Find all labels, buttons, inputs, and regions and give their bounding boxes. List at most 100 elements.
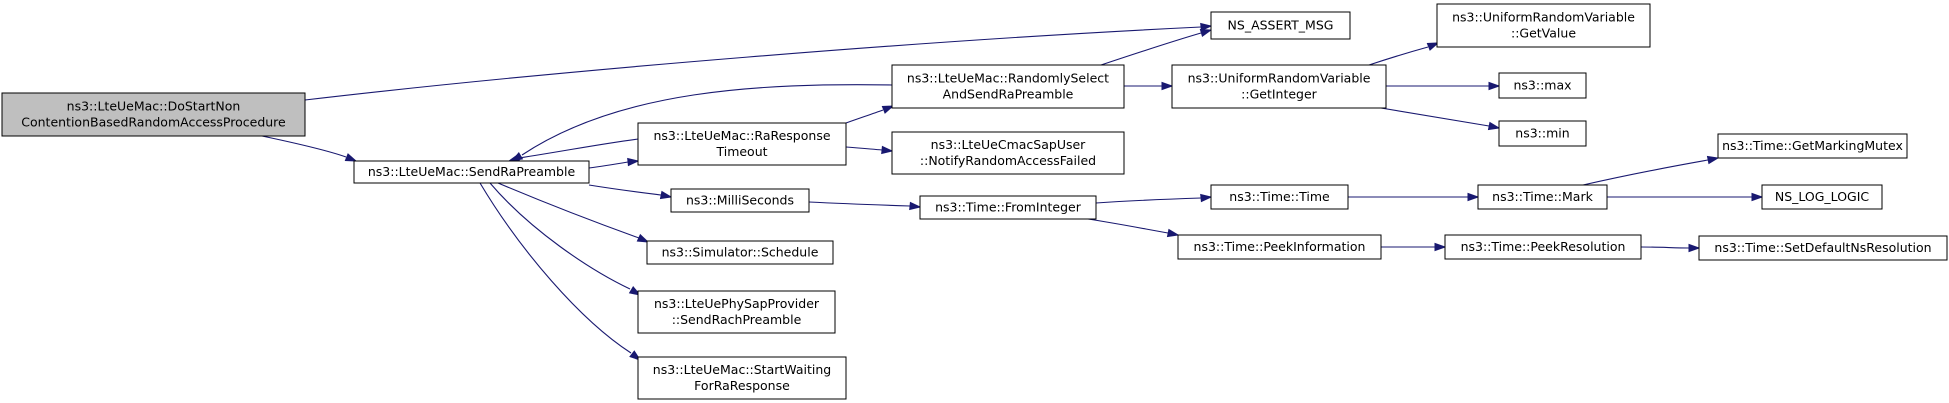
node-getMarkingMutex[interactable]: ns3::Time::GetMarkingMutex bbox=[1717, 133, 1908, 159]
node-fromInteger[interactable]: ns3::Time::FromInteger bbox=[919, 195, 1097, 220]
node-label: ::NotifyRandomAccessFailed bbox=[920, 153, 1096, 168]
edge-peekResolution-to-setDefaultNs bbox=[1640, 243, 1701, 253]
node-setDefaultNs[interactable]: ns3::Time::SetDefaultNsResolution bbox=[1698, 235, 1948, 261]
edge-getInteger-to-min bbox=[1380, 107, 1501, 131]
node-box bbox=[1698, 235, 1948, 261]
edge-mark-to-logLogic bbox=[1607, 192, 1764, 202]
edge-line bbox=[518, 138, 639, 159]
node-label: ::GetValue bbox=[1511, 26, 1576, 41]
node-timeTime[interactable]: ns3::Time::Time bbox=[1210, 184, 1349, 210]
node-box bbox=[637, 290, 836, 334]
node-randomlySelect[interactable]: ns3::LteUeMac::RandomlySelectAndSendRaPr… bbox=[891, 64, 1125, 109]
node-label: ns3::Time::PeekInformation bbox=[1194, 239, 1366, 254]
node-box bbox=[1, 92, 306, 137]
node-label: ns3::LteUeMac::RandomlySelect bbox=[907, 71, 1109, 86]
edge-line bbox=[588, 184, 662, 196]
edge-sendRaPreamble-to-sendRach bbox=[489, 182, 642, 296]
arrowhead-icon bbox=[344, 153, 358, 162]
edge-raResponseTimeout-to-notifyFailed bbox=[845, 145, 894, 155]
node-sendRaPreamble[interactable]: ns3::LteUeMac::SendRaPreamble bbox=[353, 160, 590, 184]
arrowhead-icon bbox=[627, 157, 640, 167]
node-label: ns3::LteUeMac::SendRaPreamble bbox=[368, 164, 576, 179]
node-box bbox=[1177, 234, 1382, 260]
node-root[interactable]: ns3::LteUeMac::DoStartNonContentionBased… bbox=[1, 92, 306, 137]
node-notifyFailed[interactable]: ns3::LteUeCmacSapUser::NotifyRandomAcces… bbox=[891, 131, 1125, 175]
node-box bbox=[891, 64, 1125, 109]
node-label: ns3::Time::Mark bbox=[1492, 189, 1593, 204]
edge-getInteger-to-getValue bbox=[1368, 42, 1440, 66]
node-box bbox=[1210, 184, 1349, 210]
node-peekInformation[interactable]: ns3::Time::PeekInformation bbox=[1177, 234, 1382, 260]
edge-line bbox=[1582, 159, 1709, 186]
arrowhead-icon bbox=[1426, 42, 1440, 51]
edge-line bbox=[479, 182, 632, 354]
node-label: ns3::Simulator::Schedule bbox=[662, 245, 819, 260]
node-peekResolution[interactable]: ns3::Time::PeekResolution bbox=[1444, 234, 1642, 260]
node-min[interactable]: ns3::min bbox=[1498, 120, 1587, 147]
edge-line bbox=[588, 161, 629, 169]
node-label: ns3::MilliSeconds bbox=[686, 193, 794, 208]
edge-line bbox=[489, 182, 631, 290]
arrowhead-icon bbox=[1688, 243, 1701, 253]
node-label: ns3::LteUePhySapProvider bbox=[654, 296, 820, 311]
node-label: ns3::Time::FromInteger bbox=[935, 200, 1082, 215]
arrowhead-icon bbox=[1706, 155, 1720, 165]
node-label: ns3::LteUeMac::StartWaiting bbox=[653, 362, 831, 377]
arrowhead-icon bbox=[1199, 28, 1213, 38]
node-label: ::GetInteger bbox=[1241, 87, 1318, 102]
node-mark[interactable]: ns3::Time::Mark bbox=[1477, 184, 1608, 210]
node-max[interactable]: ns3::max bbox=[1498, 72, 1587, 99]
node-label: ns3::Time::SetDefaultNsResolution bbox=[1714, 240, 1931, 255]
arrowhead-icon bbox=[881, 145, 894, 155]
arrowhead-icon bbox=[1467, 192, 1480, 202]
arrowhead-icon bbox=[628, 286, 642, 296]
edge-root-to-sendRaPreamble bbox=[261, 135, 358, 162]
edge-randomlySelect-to-getInteger bbox=[1123, 81, 1174, 91]
edge-line bbox=[304, 26, 1202, 101]
edge-mark-to-getMarkingMutex bbox=[1582, 155, 1720, 186]
node-box bbox=[1498, 120, 1587, 147]
node-label: ns3::Time::PeekResolution bbox=[1461, 239, 1626, 254]
arrowhead-icon bbox=[510, 152, 524, 162]
arrowhead-icon bbox=[1487, 121, 1501, 131]
node-getInteger[interactable]: ns3::UniformRandomVariable::GetInteger bbox=[1171, 64, 1387, 109]
node-label: ns3::LteUeMac::RaResponse bbox=[653, 128, 830, 143]
node-milliSeconds[interactable]: ns3::MilliSeconds bbox=[670, 188, 810, 213]
arrowhead-icon bbox=[1166, 228, 1180, 238]
node-box bbox=[637, 122, 847, 166]
arrowhead-icon bbox=[659, 190, 673, 200]
node-label: ns3::UniformRandomVariable bbox=[1188, 71, 1371, 86]
node-label: ns3::UniformRandomVariable bbox=[1452, 10, 1635, 25]
node-logLogic[interactable]: NS_LOG_LOGIC bbox=[1761, 184, 1883, 210]
node-box bbox=[637, 356, 847, 400]
edge-sendRaPreamble-to-raResponseTimeout bbox=[588, 157, 640, 169]
node-label: ns3::max bbox=[1513, 78, 1571, 93]
node-box bbox=[646, 240, 834, 265]
node-label: ns3::LteUeMac::DoStartNon bbox=[67, 99, 241, 114]
node-box bbox=[1210, 11, 1351, 40]
edge-line bbox=[261, 135, 347, 158]
edge-line bbox=[1368, 46, 1429, 66]
node-assertMsg[interactable]: NS_ASSERT_MSG bbox=[1210, 11, 1351, 40]
arrowhead-icon bbox=[1161, 81, 1174, 91]
node-label: NS_ASSERT_MSG bbox=[1228, 18, 1334, 33]
arrowhead-icon bbox=[1488, 81, 1501, 91]
node-label: Timeout bbox=[715, 144, 767, 159]
edge-sendRaPreamble-to-milliSeconds bbox=[588, 184, 673, 200]
edge-raResponseTimeout-to-sendRaPreamble bbox=[507, 138, 639, 163]
edge-line bbox=[1100, 32, 1202, 66]
node-schedule[interactable]: ns3::Simulator::Schedule bbox=[646, 240, 834, 265]
edge-milliSeconds-to-fromInteger bbox=[808, 201, 922, 211]
node-sendRach[interactable]: ns3::LteUePhySapProvider::SendRachPreamb… bbox=[637, 290, 836, 334]
node-getValue[interactable]: ns3::UniformRandomVariable::GetValue bbox=[1436, 3, 1651, 48]
edge-line bbox=[845, 146, 883, 151]
node-label: ForRaResponse bbox=[694, 378, 790, 393]
edge-line bbox=[845, 109, 884, 124]
edge-timeTime-to-mark bbox=[1348, 192, 1480, 202]
nodes-layer: ns3::LteUeMac::DoStartNonContentionBased… bbox=[1, 3, 1948, 400]
node-box bbox=[919, 195, 1097, 220]
edge-peekInformation-to-peekResolution bbox=[1381, 242, 1447, 252]
node-box bbox=[670, 188, 810, 213]
